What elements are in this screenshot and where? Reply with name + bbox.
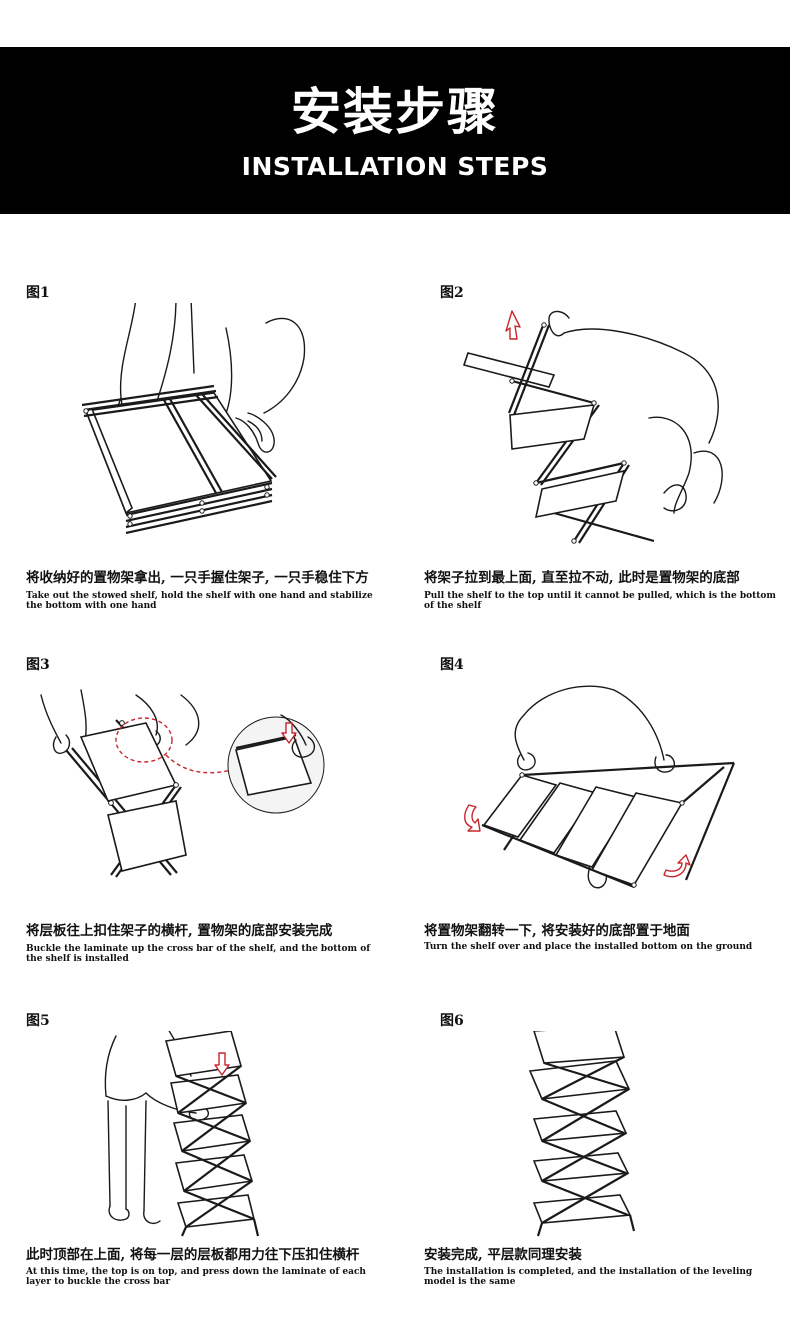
step-6-illustration: [528, 1031, 636, 1237]
step-6: 图6 安装完成, 平层款同理安装 The installation is com…: [424, 1013, 790, 1303]
step-2: 图2 将架子拉到最上面, 直至拉不动, 此时是置物架的底部 Pull the s…: [424, 285, 790, 625]
step-label: 图4: [440, 657, 464, 673]
step-text-en: Take out the stowed shelf, hold the shel…: [26, 591, 373, 611]
step-text-cn: 将置物架翻转一下, 将安装好的底部置于地面: [424, 923, 690, 939]
step-1-illustration: [81, 303, 306, 535]
page-title-cn: 安装步骤: [291, 82, 499, 141]
header-banner: [0, 47, 790, 214]
step-label: 图1: [26, 285, 50, 301]
step-label: 图5: [26, 1013, 50, 1029]
step-2-illustration: [462, 310, 723, 544]
step-5-illustration: [104, 1031, 260, 1237]
step-1: 图1 将收纳好的置物架拿出, 一只手握住架子, 一只手稳住下方 Tak: [26, 285, 398, 625]
step-text-en: At this time, the top is on top, and pre…: [26, 1267, 366, 1287]
step-5: 图5 此时顶部在上面, 将每一层的层板都用力往下压扣住横杆 At this ti…: [26, 1013, 398, 1303]
step-text-cn: 将收纳好的置物架拿出, 一只手握住架子, 一只手稳住下方: [26, 570, 369, 586]
step-text-cn: 将架子拉到最上面, 直至拉不动, 此时是置物架的底部: [424, 570, 740, 586]
step-label: 图3: [26, 657, 50, 673]
step-4-illustration: [464, 685, 736, 889]
step-label: 图2: [440, 285, 464, 301]
step-text-en: Pull the shelf to the top until it canno…: [424, 591, 776, 611]
step-4: 图4 将置物架翻转一下, 将安装好的底部置于地面 Turn the shelf …: [424, 657, 790, 977]
step-text-en: Turn the shelf over and place the instal…: [424, 942, 753, 952]
step-text-en: The installation is completed, and the i…: [424, 1267, 753, 1287]
step-text-cn: 将层板往上扣住架子的横杆, 置物架的底部安装完成: [26, 923, 333, 939]
step-text-cn: 安装完成, 平层款同理安装: [424, 1247, 582, 1263]
step-label: 图6: [440, 1013, 464, 1029]
step-3-illustration: [40, 689, 325, 878]
page-title-en: INSTALLATION STEPS: [241, 152, 549, 181]
step-3: 图3 将层板往上扣住架子的横杆, 置物架的底部安装完成 Buckle the l…: [26, 657, 398, 977]
step-text-cn: 此时顶部在上面, 将每一层的层板都用力往下压扣住横杆: [26, 1247, 360, 1263]
step-text-en: Buckle the laminate up the cross bar of …: [26, 944, 371, 964]
